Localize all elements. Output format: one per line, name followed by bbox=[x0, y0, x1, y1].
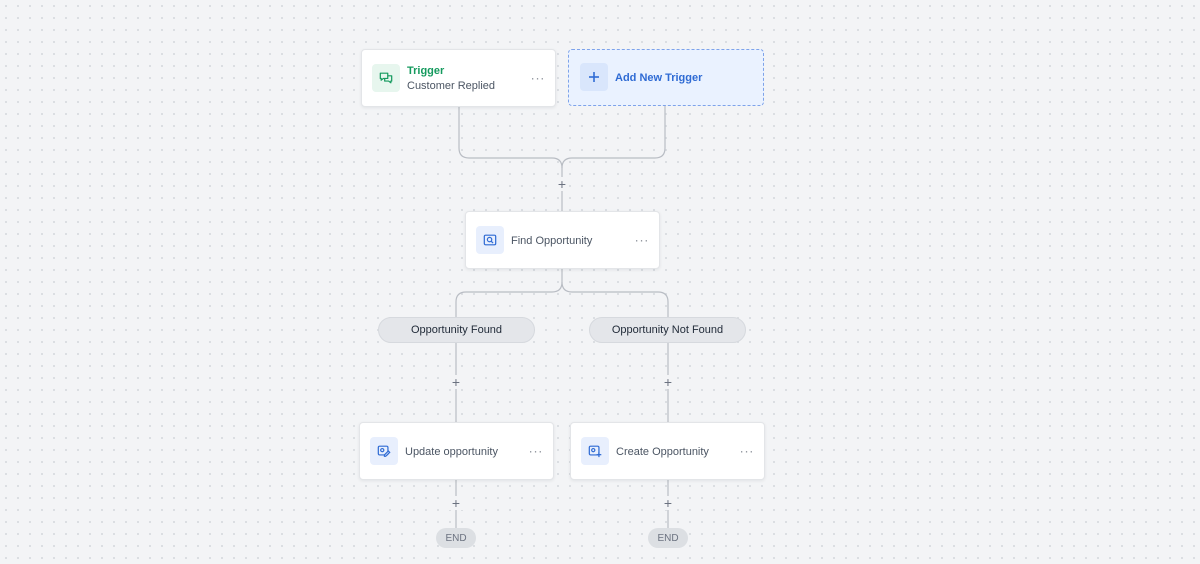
search-card-icon bbox=[476, 226, 504, 254]
edit-card-icon bbox=[370, 437, 398, 465]
end-node-found: END bbox=[436, 528, 476, 548]
add-step-button-not-found[interactable]: + bbox=[661, 375, 675, 389]
add-card-icon bbox=[581, 437, 609, 465]
add-step-button[interactable]: + bbox=[555, 177, 569, 191]
create-opportunity-label: Create Opportunity bbox=[616, 446, 709, 458]
find-opportunity-label: Find Opportunity bbox=[511, 235, 593, 247]
update-opportunity-label: Update opportunity bbox=[405, 446, 498, 458]
plus-icon bbox=[580, 63, 608, 91]
add-step-button-found[interactable]: + bbox=[449, 375, 463, 389]
update-opportunity-card[interactable]: Update opportunity ··· bbox=[359, 422, 554, 480]
trigger-card[interactable]: Trigger Customer Replied ··· bbox=[361, 49, 556, 107]
find-opportunity-menu-button[interactable]: ··· bbox=[634, 232, 649, 248]
add-step-button-after-create[interactable]: + bbox=[661, 496, 675, 510]
trigger-title: Trigger bbox=[407, 65, 445, 77]
branch-found-label: Opportunity Found bbox=[410, 324, 503, 336]
update-opportunity-menu-button[interactable]: ··· bbox=[528, 443, 543, 459]
branch-not-found-label: Opportunity Not Found bbox=[611, 324, 724, 336]
branch-opportunity-found[interactable]: Opportunity Found bbox=[378, 317, 535, 343]
add-new-trigger-label: Add New Trigger bbox=[615, 72, 703, 84]
create-opportunity-menu-button[interactable]: ··· bbox=[739, 443, 754, 459]
trigger-menu-button[interactable]: ··· bbox=[530, 70, 545, 86]
create-opportunity-card[interactable]: Create Opportunity ··· bbox=[570, 422, 765, 480]
end-node-not-found: END bbox=[648, 528, 688, 548]
branch-opportunity-not-found[interactable]: Opportunity Not Found bbox=[589, 317, 746, 343]
add-step-button-after-update[interactable]: + bbox=[449, 496, 463, 510]
chat-bubbles-icon bbox=[372, 64, 400, 92]
find-opportunity-card[interactable]: Find Opportunity ··· bbox=[465, 211, 660, 269]
trigger-subtitle: Customer Replied bbox=[407, 80, 496, 92]
add-new-trigger-button[interactable]: Add New Trigger bbox=[568, 49, 764, 106]
